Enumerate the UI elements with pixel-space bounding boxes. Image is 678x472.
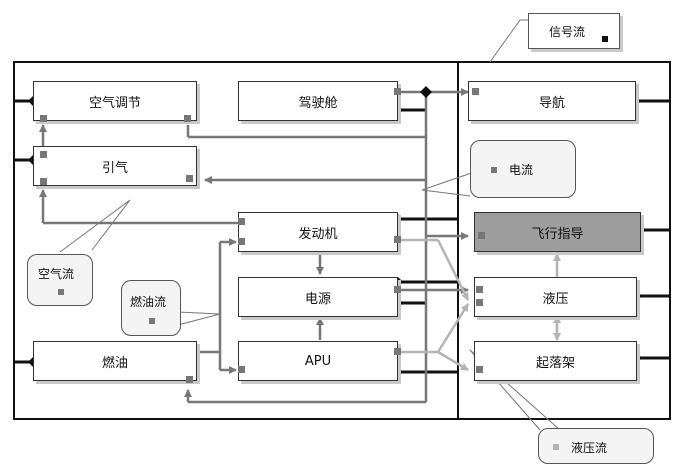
block-bleed-air: 引气 [33, 146, 197, 186]
legend-swatch [491, 167, 497, 173]
block-power-source: 电源 [238, 277, 398, 317]
port-marker [186, 376, 193, 383]
block-air-conditioning: 空气调节 [33, 81, 197, 121]
port-marker [472, 88, 479, 95]
port-marker [478, 232, 485, 239]
block-apu: APU [238, 341, 398, 381]
legend-label: 空气流 [38, 267, 75, 281]
block-label: APU [304, 353, 332, 369]
block-landing-gear: 起落架 [474, 341, 637, 381]
port-marker [40, 151, 47, 158]
legend-fuel-flow: 燃油流 [121, 280, 181, 336]
legend-label: 液压流 [571, 441, 608, 455]
block-label: 电源 [304, 291, 331, 307]
port-marker [394, 88, 401, 95]
block-hydraulics: 液压 [474, 277, 637, 317]
port-marker [394, 348, 401, 355]
avionics-frame [457, 61, 671, 420]
port-marker [40, 115, 47, 122]
port-marker [476, 366, 483, 373]
block-label: 空气调节 [88, 95, 141, 111]
port-marker [476, 286, 483, 293]
hydraulic-flow-lines [398, 238, 561, 372]
block-label: 液压 [542, 291, 569, 307]
block-label: 起落架 [535, 355, 575, 371]
block-cockpit: 驾驶舱 [238, 81, 398, 121]
block-fuel: 燃油 [33, 341, 197, 381]
legend-swatch [602, 36, 608, 42]
port-marker [394, 286, 401, 293]
port-marker [184, 115, 191, 122]
block-label: 引气 [101, 160, 128, 176]
legend-current-flow: 电流 [470, 140, 576, 198]
legend-label: 信号流 [549, 25, 586, 39]
legend-label: 燃油流 [130, 295, 167, 309]
legend-hydraulic-flow: 液压流 [538, 428, 654, 464]
current-air-fuel-lines [39, 88, 469, 404]
port-marker [476, 299, 483, 306]
block-label: 驾驶舱 [298, 95, 338, 111]
legend-swatch [149, 318, 155, 324]
block-label: 发动机 [298, 226, 338, 242]
block-label: 燃油 [101, 355, 128, 371]
block-navigation: 导航 [468, 81, 636, 121]
port-marker [394, 236, 401, 243]
port-marker [238, 218, 245, 225]
legend-signal-flow: 信号流 [528, 13, 620, 49]
port-marker [238, 238, 245, 245]
port-marker [40, 178, 47, 185]
block-label: 飞行指导 [531, 226, 584, 242]
legend-swatch [58, 289, 64, 295]
callout-tails [59, 19, 576, 431]
legend-swatch [553, 444, 559, 450]
port-marker [186, 175, 193, 182]
block-label: 导航 [538, 95, 565, 111]
legend-air-flow: 空气流 [27, 254, 93, 306]
port-marker [238, 366, 245, 373]
block-flight-guidance: 飞行指导 [474, 212, 641, 252]
legend-label: 电流 [509, 163, 534, 177]
block-engine: 发动机 [238, 212, 398, 252]
